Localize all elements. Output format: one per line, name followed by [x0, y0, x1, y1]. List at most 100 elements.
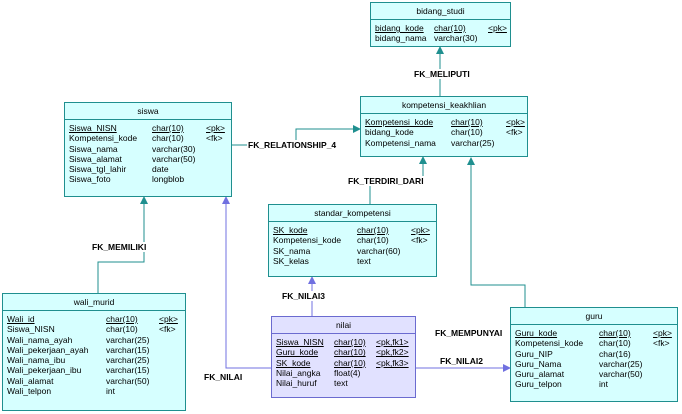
table-row: Wali_telpon int: [7, 386, 181, 396]
table-row: Siswa_NISN char(10) <fk>: [7, 324, 181, 334]
column-name: Wali_nama_ayah: [7, 334, 73, 345]
column-key: <fk>: [506, 127, 523, 138]
table-row: Guru_kode char(10) <pk,fk2>: [276, 347, 411, 357]
column-key: <pk,fk1>: [376, 337, 409, 347]
column-type: int: [599, 379, 608, 390]
column-name: Guru_Nama: [515, 358, 562, 369]
table-row: bidang_kode char(10) <pk>: [375, 23, 507, 33]
table-row: Siswa_foto longblob: [69, 174, 227, 184]
table-standar-kompetensi[interactable]: standar_kompetensi SK_kode char(10) <pk>…: [268, 204, 437, 277]
column-name: Nilai_angka: [276, 367, 321, 378]
column-key: <fk>: [159, 324, 176, 335]
table-wali-murid[interactable]: wali_murid Wali_id char(10) <pk> Siswa_N…: [2, 293, 186, 411]
label-fk-nilai2: FK_NILAI2: [439, 356, 484, 366]
column-name: SK_kode: [273, 225, 308, 235]
table-title: guru: [511, 308, 677, 325]
column-type: varchar(25): [106, 334, 150, 345]
column-name: Kompetensi_kode: [69, 133, 138, 144]
column-name: bidang_kode: [365, 127, 414, 138]
link-fk-memiliki: [97, 196, 148, 293]
table-row: Wali_nama_ibu varchar(25): [7, 355, 181, 365]
column-name: Siswa_NISN: [276, 337, 324, 347]
table-title: kompetensi_keakhlian: [361, 97, 527, 114]
column-name: Wali_id: [7, 314, 35, 324]
column-type: char(10): [152, 123, 184, 133]
table-row: Guru_telpon int: [515, 379, 673, 389]
column-name: SK_kelas: [273, 255, 309, 266]
table-row: Siswa_alamat varchar(50): [69, 154, 227, 164]
column-type: varchar(50): [106, 375, 150, 386]
table-title: siswa: [65, 103, 231, 120]
label-fk-meliputi: FK_MELIPUTI: [413, 69, 471, 79]
table-row: SK_kode char(10) <pk>: [273, 225, 432, 235]
table-row: Guru_kode char(10) <pk>: [515, 328, 673, 338]
column-name: Siswa_nama: [69, 143, 118, 154]
table-row: Wali_nama_ayah varchar(25): [7, 335, 181, 345]
table-row: Kompetensi_nama varchar(25): [365, 138, 523, 148]
link-fk-mempunyai: [467, 157, 526, 307]
column-type: char(10): [106, 324, 138, 335]
table-guru[interactable]: guru Guru_kode char(10) <pk> Kompetensi_…: [510, 307, 678, 402]
table-row: Wali_pekerjaan_ibu varchar(15): [7, 365, 181, 375]
label-fk-nilai: FK_NILAI: [203, 372, 244, 382]
table-row: bidang_nama varchar(30): [375, 33, 506, 43]
table-title: wali_murid: [3, 294, 185, 311]
table-row: Kompetensi_kode char(10) <fk>: [273, 235, 432, 245]
column-name: Siswa_NISN: [7, 324, 55, 335]
table-row: Kompetensi_kode char(10) <fk>: [515, 338, 673, 348]
column-name: Guru_kode: [276, 347, 319, 358]
table-row: Siswa_NISN char(10) <pk,fk1>: [276, 337, 411, 347]
column-name: Guru_kode: [515, 328, 558, 338]
column-name: Siswa_tgl_lahir: [69, 164, 127, 175]
column-type: char(10): [357, 235, 389, 246]
column-type: text: [334, 378, 348, 389]
table-row: SK_kode char(10) <pk,fk3>: [276, 358, 411, 368]
column-type: varchar(25): [106, 355, 150, 366]
table-row: Nilai_huruf text: [276, 378, 411, 388]
column-name: Guru_alamat: [515, 369, 565, 380]
column-key: <fk>: [411, 235, 428, 246]
table-row: bidang_kode char(10) <fk>: [365, 127, 523, 137]
column-key: <pk>: [653, 328, 672, 338]
table-title: nilai: [272, 317, 415, 334]
column-type: varchar(30): [434, 33, 478, 44]
column-key: <pk,fk3>: [376, 357, 409, 368]
label-fk-terdiri-dari: FK_TERDIRI_DARI: [347, 176, 425, 186]
column-type: char(10): [434, 23, 466, 33]
column-type: char(10): [334, 337, 366, 347]
column-name: bidang_nama: [375, 33, 427, 44]
column-type: char(10): [451, 127, 483, 138]
table-bidang-studi[interactable]: bidang_studi bidang_kode char(10) <pk> b…: [370, 2, 511, 47]
table-row: Siswa_NISN char(10) <pk>: [69, 123, 227, 133]
column-type: varchar(15): [106, 344, 150, 355]
column-name: Wali_telpon: [7, 386, 52, 397]
table-kompetensi-keakhlian[interactable]: kompetensi_keakhlian Kompetensi_kode cha…: [360, 96, 528, 157]
column-name: Wali_alamat: [7, 375, 54, 386]
table-row: Kompetensi_kode char(10) <pk>: [365, 117, 525, 127]
column-key: <fk>: [653, 338, 670, 349]
table-row: Wali_id char(10) <pk>: [7, 314, 181, 324]
column-type: varchar(30): [152, 143, 196, 154]
column-key: <pk>: [506, 117, 525, 127]
column-name: Kompetensi_kode: [365, 117, 434, 127]
column-type: varchar(25): [599, 358, 643, 369]
column-type: char(10): [152, 133, 184, 144]
column-type: longblob: [152, 174, 185, 185]
column-type: char(16): [599, 348, 631, 359]
column-name: Siswa_foto: [69, 174, 111, 185]
column-name: SK_nama: [273, 245, 311, 256]
table-row: SK_nama varchar(60): [273, 246, 432, 256]
column-name: Wali_pekerjaan_ayah: [7, 344, 89, 355]
column-key: <pk,fk2>: [376, 347, 409, 358]
column-type: date: [152, 164, 169, 175]
column-name: bidang_kode: [375, 23, 424, 33]
column-name: Kompetensi_nama: [365, 137, 436, 148]
label-fk-mempunyai: FK_MEMPUNYAI: [434, 328, 504, 338]
column-type: char(10): [451, 117, 483, 127]
table-siswa[interactable]: siswa Siswa_NISN char(10) <pk> Kompetens…: [64, 102, 232, 197]
table-nilai[interactable]: nilai Siswa_NISN char(10) <pk,fk1> Guru_…: [271, 316, 416, 398]
column-key: <pk>: [206, 123, 225, 133]
column-type: char(10): [599, 328, 631, 338]
column-name: Guru_NIP: [515, 348, 553, 359]
table-row: Wali_pekerjaan_ayah varchar(15): [7, 345, 181, 355]
